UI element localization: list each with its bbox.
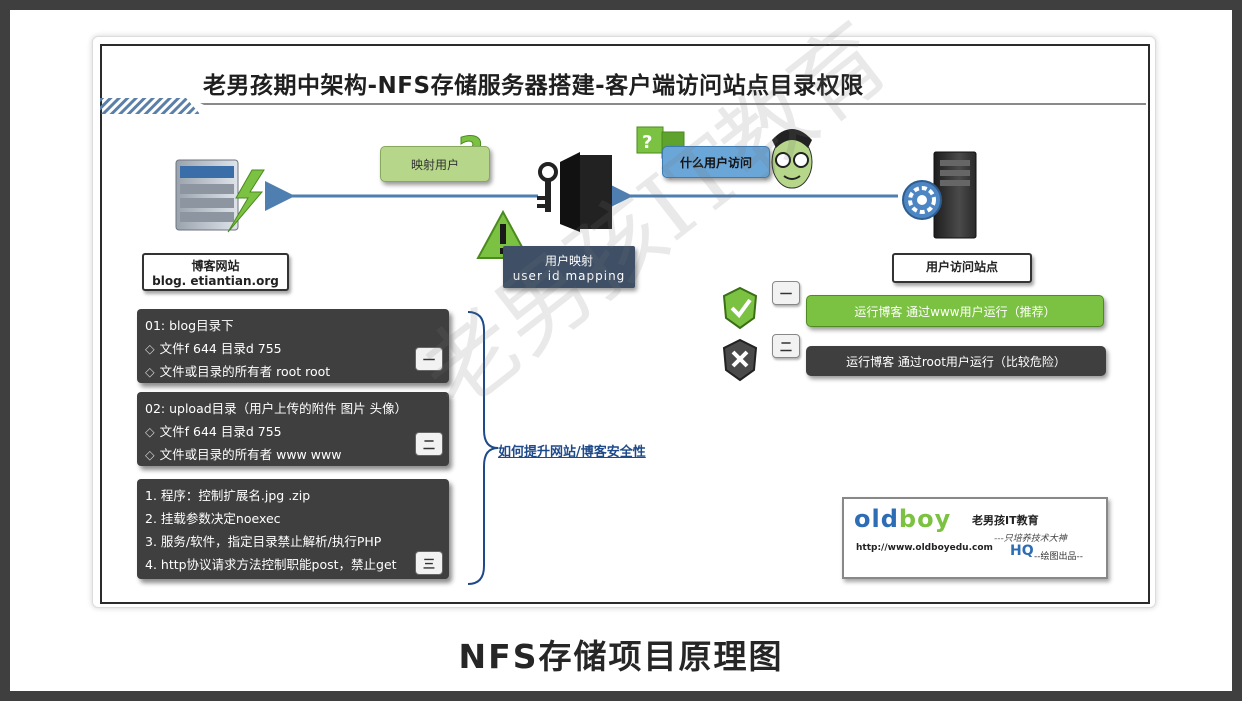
figure-caption: NFS存储项目原理图 <box>458 637 784 676</box>
hq-mark: HQ <box>1010 543 1034 559</box>
card-security-measures: 1. 程序：控制扩展名.jpg .zip 2. 挂载参数决定noexec 3. … <box>137 479 449 579</box>
card-row-text: 文件f 644 目录d 755 <box>159 424 282 439</box>
mapping-box-line1: 用户映射 <box>544 253 593 268</box>
blog-site-label-cn: 博客网站 <box>191 259 240 273</box>
card-row-text: 文件或目录的所有者 root root <box>159 364 331 379</box>
run-option-1-bar: 运行博客 通过www用户运行（推荐） <box>806 295 1104 327</box>
card-row: 3. 服务/软件，指定目录禁止解析/执行PHP <box>145 534 382 549</box>
door-key-icon <box>537 152 612 232</box>
bullet-icon: ◇ <box>145 424 155 439</box>
run-option-1-badge: 一 <box>772 281 800 305</box>
brace-label: 如何提升网站/博客安全性 <box>498 445 646 460</box>
brand-boy: boy <box>898 505 952 533</box>
card-row: ◇ 文件或目录的所有者 root root <box>145 360 441 383</box>
server-stack-icon <box>175 159 239 231</box>
svg-text:?: ? <box>642 132 652 153</box>
card-badge: 二 <box>415 432 443 456</box>
lightning-icon <box>227 169 265 233</box>
mapping-box-line2: user id mapping <box>512 268 626 283</box>
card-row: 4. http协议请求方法控制职能post，禁止get <box>145 557 397 572</box>
card-upload-directory: 02: upload目录（用户上传的附件 图片 头像） ◇ 文件f 644 目录d… <box>137 392 449 466</box>
card-blog-directory: 01: blog目录下 ◇ 文件f 644 目录d 755 ◇ 文件或目录的所有者 … <box>137 309 449 383</box>
card-row: ◇ 文件或目录的所有者 www www <box>145 443 441 466</box>
bullet-icon: ◇ <box>145 364 155 379</box>
blog-site-label-domain: blog. etiantian.org <box>152 274 279 288</box>
card-row: 2. 挂载参数决定noexec <box>145 511 281 526</box>
card-row: ◇ 文件f 644 目录d 755 <box>145 337 441 360</box>
curly-brace <box>467 311 499 585</box>
check-shield-icon <box>722 286 758 330</box>
card-row: 01: blog目录下 <box>145 318 234 333</box>
run-option-2-badge: 二 <box>772 334 800 358</box>
nerd-face-icon <box>771 129 813 189</box>
card-row: ◇ 文件f 644 目录d 755 <box>145 420 441 443</box>
brand-old: old <box>854 505 899 533</box>
oldboy-logo-box: oldboy 老男孩IT教育 ---只培养技术大神 http://www.old… <box>842 497 1108 579</box>
which-user-pill: 什么用户访问 <box>662 146 770 178</box>
brand-wordmark: oldboy <box>854 505 951 533</box>
tower-server-icon <box>933 151 977 239</box>
card-row-text: 文件或目录的所有者 www www <box>159 447 342 462</box>
brand-url: http://www.oldboyedu.com <box>856 543 993 553</box>
cross-shield-icon <box>722 338 758 382</box>
brand-slogan: ---只培养技术大神 <box>994 534 1067 544</box>
card-row: 1. 程序：控制扩展名.jpg .zip <box>145 488 311 503</box>
blog-site-label: 博客网站 blog. etiantian.org <box>142 253 289 291</box>
gear-icon <box>902 180 942 220</box>
card-row-text: 文件f 644 目录d 755 <box>159 341 282 356</box>
user-id-mapping-box: 用户映射 user id mapping <box>503 246 635 288</box>
page-title: 老男孩期中架构-NFS存储服务器搭建-客户端访问站点目录权限 <box>203 73 864 99</box>
user-access-site-label: 用户访问站点 <box>892 253 1032 283</box>
bullet-icon: ◇ <box>145 447 155 462</box>
card-row: 02: upload目录（用户上传的附件 图片 头像） <box>145 401 408 416</box>
brand-maker: --绘图出品-- <box>1034 552 1083 562</box>
card-badge: 一 <box>415 347 443 371</box>
map-user-pill: 映射用户 <box>380 146 490 182</box>
title-stripe <box>100 98 1146 114</box>
run-option-2-bar: 运行博客 通过root用户运行（比较危险） <box>806 346 1106 376</box>
card-badge: 三 <box>415 551 443 575</box>
brand-cn: 老男孩IT教育 <box>972 514 1039 527</box>
bullet-icon: ◇ <box>145 341 155 356</box>
